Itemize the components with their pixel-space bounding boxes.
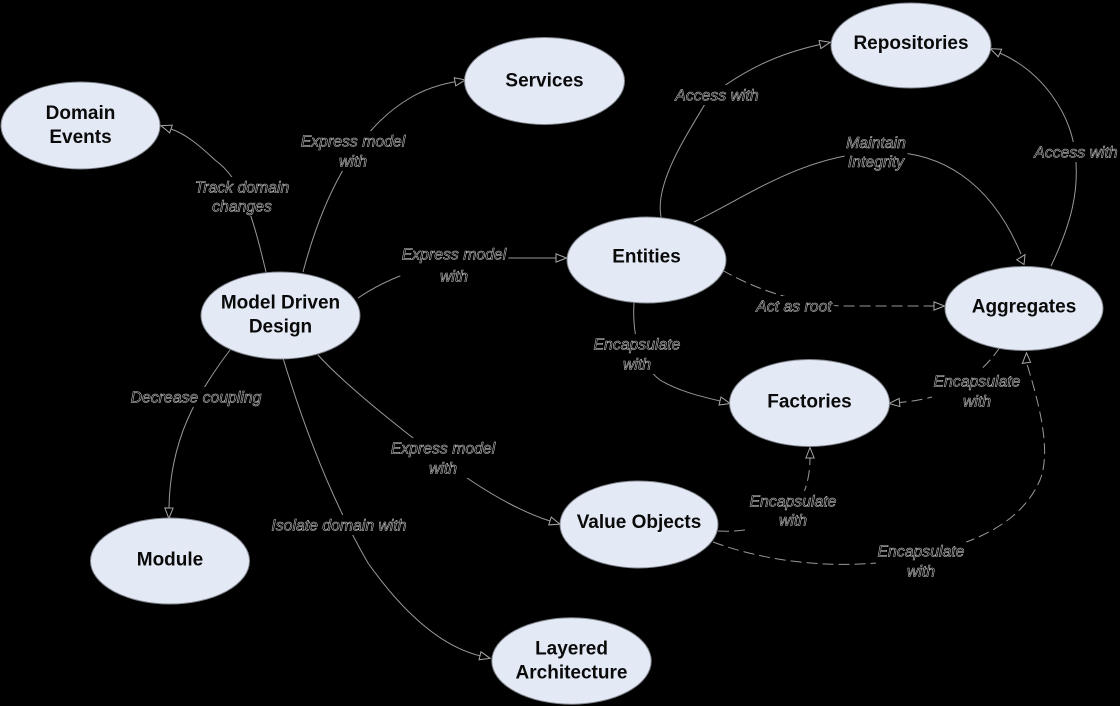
- svg-text:Services: Services: [505, 71, 583, 92]
- svg-text:Access with: Access with: [674, 88, 759, 105]
- svg-text:Factories: Factories: [767, 392, 851, 413]
- svg-text:Isolate domain with: Isolate domain with: [271, 518, 406, 535]
- svg-text:Access with: Access with: [1033, 145, 1118, 162]
- svg-text:Value Objects: Value Objects: [577, 512, 702, 533]
- svg-text:Module: Module: [137, 550, 204, 571]
- svg-text:Repositories: Repositories: [853, 33, 968, 54]
- svg-text:Aggregates: Aggregates: [972, 297, 1077, 318]
- svg-text:Entities: Entities: [612, 247, 681, 268]
- svg-text:Decrease coupling: Decrease coupling: [131, 390, 262, 407]
- svg-text:Act as root: Act as root: [755, 299, 832, 316]
